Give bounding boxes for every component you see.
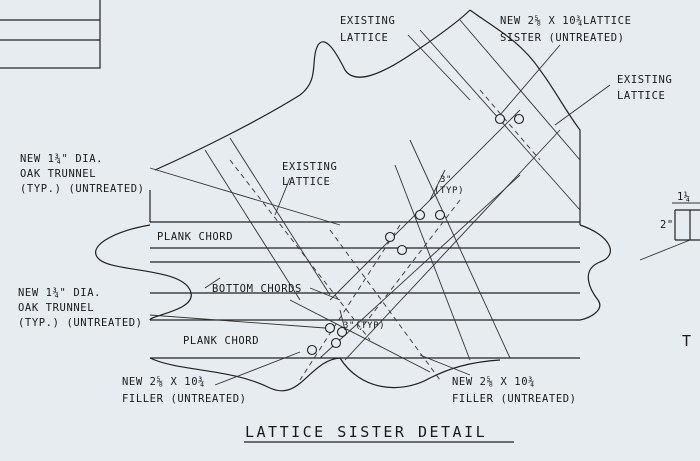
lower-break-outline xyxy=(149,357,501,392)
label-oak-trunnel-lower: NEW 1¾" DIA. OAK TRUNNEL (TYP.) (UNTREAT… xyxy=(18,287,143,329)
chord-lines xyxy=(149,190,580,359)
label-filler-right: NEW 2⅝ X 10¾ FILLER (UNTREATED) xyxy=(452,376,577,405)
label-plank-chord-upper: PLANK CHORD xyxy=(157,231,233,243)
leader-lines xyxy=(149,34,611,386)
left-break-curve xyxy=(95,224,192,321)
trunnel-holes xyxy=(306,113,525,356)
label-dim-3-typ-lower: 3"(TYP) xyxy=(343,321,385,331)
label-oak-trunnel-upper: NEW 1¾" DIA. OAK TRUNNEL (TYP.) (UNTREAT… xyxy=(20,153,145,195)
label-partial-title: T xyxy=(682,332,694,350)
label-filler-left: NEW 2⅝ X 10¾ FILLER (UNTREATED) xyxy=(122,376,247,405)
label-side-dim-side: 2" xyxy=(660,219,674,231)
title-block-fragment xyxy=(0,0,101,69)
label-side-dim-top: 1¼ xyxy=(677,191,691,203)
label-plank-chord-lower: PLANK CHORD xyxy=(183,335,259,347)
upper-break-outline xyxy=(154,9,581,225)
right-break-curve xyxy=(579,224,611,321)
hidden-lines xyxy=(229,89,541,381)
drawing-title: LATTICE SISTER DETAIL xyxy=(245,423,487,441)
label-bottom-chords: BOTTOM CHORDS xyxy=(212,283,302,295)
label-new-lattice-sister: NEW 2⅝ X 10¾LATTICE SISTER (UNTREATED) xyxy=(500,15,638,44)
lattice-members xyxy=(204,19,581,373)
label-existing-lattice-top: EXISTING LATTICE xyxy=(340,15,402,44)
label-existing-lattice-right: EXISTING LATTICE xyxy=(617,74,679,102)
label-dim-3-typ-upper: 3" (TYP) xyxy=(434,175,464,196)
label-existing-lattice-mid: EXISTING LATTICE xyxy=(282,161,344,188)
side-detail-fragment xyxy=(639,202,700,261)
